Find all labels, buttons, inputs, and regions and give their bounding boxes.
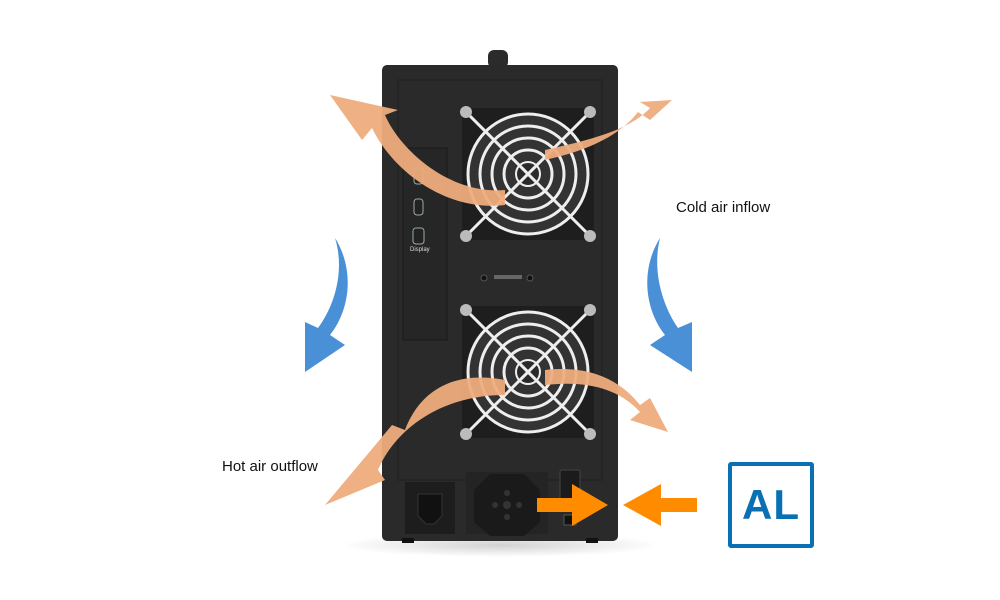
hot-arrow-bottom-left — [325, 377, 505, 505]
hot-arrow-top-right — [545, 100, 672, 160]
cold-arrow-left — [305, 238, 348, 372]
orange-arrow-right — [537, 484, 608, 526]
fan-top — [458, 104, 598, 244]
display-port[interactable] — [412, 227, 425, 245]
hot-arrow-top-left — [330, 95, 505, 206]
hot-arrow-bottom-right — [545, 369, 668, 432]
hot-air-arrows — [325, 95, 672, 505]
hot-air-outflow-label: Hot air outflow — [222, 458, 318, 475]
orange-arrow-left — [623, 484, 697, 526]
handle-knob — [488, 50, 508, 68]
status-leds — [494, 275, 522, 279]
al-badge: AL — [728, 462, 814, 548]
cold-air-inflow-label: Cold air inflow — [676, 199, 771, 216]
cold-arrow-right — [647, 238, 692, 372]
thunderbolt-port-2[interactable] — [413, 198, 424, 216]
display-port-label: Display — [410, 247, 430, 253]
